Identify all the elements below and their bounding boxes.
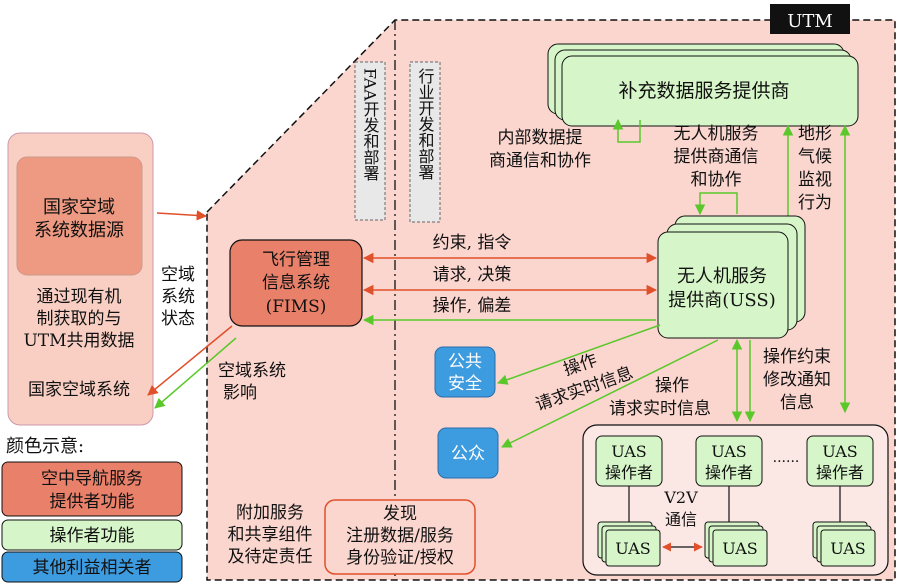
faa-label: FAA开发和部署 [361, 68, 380, 181]
national-system-label: 国家空域系统 [28, 380, 130, 400]
shared-data-line2: 制获取的与 [37, 309, 122, 329]
uas-operator-1: UAS 操作者 [595, 435, 663, 487]
v2v-line1: V2V [663, 488, 698, 507]
uas-operator-2-line2: 操作者 [705, 463, 753, 482]
fims-line1: 飞行管理 [262, 250, 330, 270]
uas-unit-2: UAS [704, 521, 768, 567]
discovery-line3: 身份验证/授权 [346, 548, 454, 568]
op-constraint-line1: 操作约束 [763, 347, 831, 367]
faa-label-box [354, 61, 386, 221]
uas-unit-3-label: UAS [830, 539, 866, 558]
operators-ellipsis: ...... [773, 450, 800, 466]
op-request2-line1: 操作 [655, 376, 689, 396]
national-source-line2: 系统数据源 [34, 220, 124, 241]
uss-line2: 提供商(USS) [668, 290, 776, 311]
uas-operator-3: UAS 操作者 [806, 435, 874, 487]
arrow-uss-to-safety [497, 324, 661, 385]
legend-ansp-line1: 空中导航服务 [41, 469, 143, 489]
uas-unit-1-label: UAS [615, 539, 651, 558]
national-source-line1: 国家空域 [43, 197, 115, 218]
uss-line1: 无人机服务 [677, 266, 767, 287]
arrow-impact-to-national [154, 337, 237, 409]
airspace-state-line1: 空域 [161, 265, 195, 285]
terrain-line2: 气候 [798, 147, 832, 167]
request-label: 请求, 决策 [433, 265, 512, 285]
public-safety-box [434, 346, 496, 398]
op-constraint-line2: 修改通知 [763, 370, 831, 390]
legend-operator-swatch [1, 519, 183, 551]
additional-services-line2: 和共享组件 [228, 525, 313, 545]
arrow-uss-to-public [501, 339, 719, 448]
uas-operator-1-line2: 操作者 [605, 463, 653, 482]
industry-label-box [409, 61, 441, 223]
fims-line2: 信息系统 [262, 273, 330, 293]
legend-title: 颜色示意: [6, 436, 84, 457]
uss-comm-line3: 和协作 [691, 170, 742, 190]
uss-loop-arrow [694, 192, 738, 216]
internal-loop-arrow [612, 118, 641, 143]
constraint-label: 约束, 指令 [433, 233, 512, 253]
shared-data-line1: 通过现有机 [37, 287, 122, 307]
uas-unit-2-label: UAS [722, 539, 758, 558]
utm-tag-label: UTM [787, 11, 833, 32]
legend-ansp-line2: 提供者功能 [50, 492, 135, 512]
legend-other-label: 其他利益相关者 [33, 558, 152, 578]
op-request2-line2: 请求实时信息 [609, 399, 711, 419]
uas-operator-1-line1: UAS [611, 442, 647, 461]
additional-services-line1: 附加服务 [236, 503, 304, 523]
fims-line3: (FIMS) [266, 297, 327, 317]
arrow-source-to-utm [156, 210, 208, 221]
supplemental-box [561, 55, 859, 127]
arrow-fims-to-national [147, 325, 233, 396]
airspace-impact-line2: 影响 [223, 383, 257, 403]
supplemental-label: 补充数据服务提供商 [618, 80, 789, 102]
public-safety-line2: 安全 [448, 374, 482, 394]
uas-operator-2: UAS 操作者 [695, 435, 763, 487]
v2v-line2: 通信 [665, 510, 697, 529]
uas-unit-1: UAS [597, 521, 661, 567]
airspace-state-line3: 状态 [161, 309, 195, 329]
discovery-line2: 注册数据/服务 [346, 526, 454, 546]
fims-box [229, 239, 363, 327]
uas-unit-3: UAS [812, 521, 876, 567]
legend-ansp-swatch [1, 461, 183, 517]
terrain-line4: 行为 [798, 193, 832, 213]
public-box [437, 427, 499, 479]
terrain-line1: 地形 [798, 124, 832, 144]
legend-operator-label: 操作者功能 [50, 526, 135, 546]
public-label: 公众 [451, 444, 485, 464]
operation-label: 操作, 偏差 [433, 296, 512, 316]
uss-comm-line2: 提供商通信 [674, 147, 759, 167]
uas-operator-3-line2: 操作者 [816, 463, 864, 482]
utm-tag [770, 4, 850, 34]
national-source-box [16, 156, 143, 276]
additional-services-line3: 及待定责任 [228, 547, 313, 567]
shared-data-line3: UTM共用数据 [23, 331, 134, 351]
public-safety-line1: 公共 [448, 352, 482, 372]
airspace-impact-line1: 空域系统 [218, 361, 286, 381]
uss-box [657, 231, 789, 339]
uss-comm-line1: 无人机服务 [674, 124, 759, 144]
discovery-box [324, 499, 476, 575]
op-constraint-line3: 信息 [780, 393, 814, 413]
terrain-line3: 监视 [798, 170, 832, 190]
uas-operator-3-line1: UAS [822, 442, 858, 461]
legend-other-swatch [1, 551, 183, 583]
industry-label: 行业开发和部署 [416, 68, 435, 180]
airspace-state-line2: 系统 [161, 287, 195, 307]
discovery-line1: 发现 [383, 504, 417, 524]
internal-comm-line1: 内部数据提 [498, 128, 583, 148]
internal-comm-line2: 商通信和协作 [489, 151, 591, 171]
uas-operator-2-line1: UAS [711, 442, 747, 461]
